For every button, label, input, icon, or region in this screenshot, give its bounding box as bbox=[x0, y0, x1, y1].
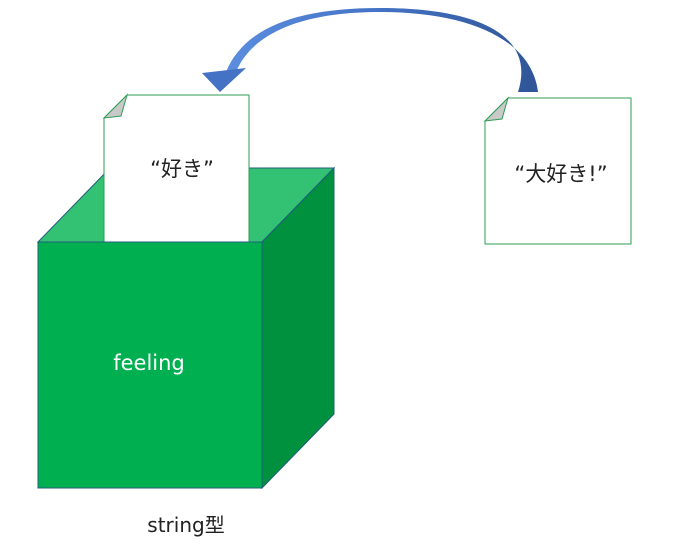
card-new-value-fold-icon bbox=[483, 96, 510, 122]
assign-arrow bbox=[202, 8, 538, 92]
card-in-box: “好き” bbox=[102, 93, 250, 243]
card-in-box-fold-icon bbox=[102, 93, 129, 119]
box-front-face bbox=[37, 241, 263, 489]
card-in-box-text: “好き” bbox=[150, 157, 214, 181]
box-variable-label: feeling bbox=[113, 351, 185, 375]
card-new-value-text: “大好き!” bbox=[514, 162, 607, 186]
assign-arrow-head-icon bbox=[202, 68, 246, 92]
card-new-value: “大好き!” bbox=[483, 96, 632, 245]
assign-arrow-body bbox=[226, 8, 538, 92]
box-type-caption: string型 bbox=[147, 513, 224, 537]
